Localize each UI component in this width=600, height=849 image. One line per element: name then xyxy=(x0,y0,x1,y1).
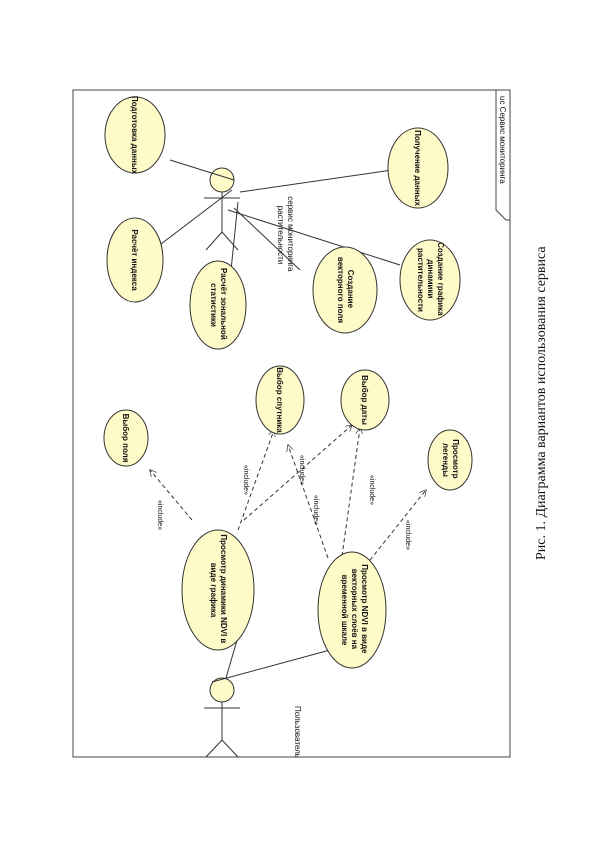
include-field-select xyxy=(150,470,193,521)
include-label-chart-2: «include» xyxy=(298,455,305,485)
include-legend-view xyxy=(369,490,426,561)
actor-service-label-line-1: сервис мониторинга xyxy=(286,196,295,272)
usecase-ndvi-layers-view-shape xyxy=(317,551,387,669)
usecase-vector-field-shape xyxy=(312,246,378,334)
actor-service-head xyxy=(209,167,235,193)
usecase-legend-view-line-2: легенды xyxy=(441,443,450,477)
assoc-ndvi-layers-view xyxy=(211,649,331,683)
assoc-data-preparation xyxy=(169,159,235,181)
usecase-zonal-stats-shape xyxy=(189,260,247,350)
actor-service-label-line-2: растительности xyxy=(276,206,285,265)
actor-user-label: Пользователь xyxy=(293,706,302,758)
actor-user-leg-2 xyxy=(205,739,223,758)
usecase-zonal-stats-line-1: Расчёт зональной xyxy=(219,268,228,340)
include-label-field-select: «include» xyxy=(156,500,163,530)
usecase-index-calc: Расчёт индекса xyxy=(106,217,164,303)
actor-service-label: сервис мониторинга растительности xyxy=(276,196,295,273)
usecase-dynamics-chart-line-3: растительности xyxy=(416,248,425,312)
usecase-ndvi-chart-view-shape xyxy=(181,529,255,651)
include-date-select-from-layers xyxy=(341,428,360,557)
usecase-dynamics-chart-line-2: динамики xyxy=(426,259,435,298)
usecase-ndvi-layers-view-label: Просмотр NDVI в виде векторных слоёв на … xyxy=(340,564,369,655)
usecase-ndvi-layers-view-line-2: векторных слоёв на xyxy=(350,569,359,650)
usecase-ndvi-chart-view-line-1: Просмотр динамики NDVI в xyxy=(219,534,228,643)
usecase-field-select-label: Выбор поля xyxy=(121,414,130,463)
actor-user: Пользователь xyxy=(204,677,302,758)
usecase-vector-field-line-2: векторного поля xyxy=(336,257,345,324)
actor-service-leg-2 xyxy=(205,231,223,251)
usecase-satellite-select-shape xyxy=(255,365,305,435)
usecase-satellite-select-label: Выбор спутника xyxy=(275,367,284,433)
usecase-get-data-label: Получение данных xyxy=(413,130,422,206)
usecase-dynamics-chart-label: Создание графика динамики растительности xyxy=(416,242,445,318)
frame-title: uc Сервис мониторинга xyxy=(498,96,507,184)
include-satellite-select-from-layers xyxy=(288,445,329,559)
usecase-get-data-shape xyxy=(387,127,449,209)
include-satellite-select-from-chart xyxy=(237,430,274,531)
actor-service-leg-1 xyxy=(221,231,239,251)
usecase-get-data: Получение данных xyxy=(387,127,449,209)
usecase-ndvi-chart-view-label: Просмотр динамики NDVI в виде графика xyxy=(209,534,228,645)
usecase-vector-field-label: Создание векторного поля xyxy=(336,257,355,324)
assoc-dynamics-chart xyxy=(227,209,401,266)
assoc-get-data xyxy=(239,169,393,193)
usecase-data-preparation: Подготовка данных xyxy=(104,96,166,175)
include-label-chart-1: «include» xyxy=(242,465,249,495)
usecase-date-select-shape xyxy=(340,369,390,431)
usecase-dynamics-chart: Создание графика динамики растительности xyxy=(399,239,461,321)
usecase-satellite-select: Выбор спутника xyxy=(255,365,305,435)
usecase-index-calc-label: Расчёт индекса xyxy=(130,229,139,291)
actor-service: сервис мониторинга растительности xyxy=(204,167,295,273)
include-label-legend: «include» xyxy=(404,520,411,550)
usecase-ndvi-layers-view-line-3: временной шкале xyxy=(340,575,349,646)
usecase-vector-field-line-1: Создание xyxy=(346,270,355,309)
usecase-legend-view-line-1: Просмотр xyxy=(451,439,460,478)
usecase-index-calc-shape xyxy=(106,217,164,303)
usecase-legend-view: Просмотр легенды xyxy=(427,429,473,491)
assoc-vector-field xyxy=(233,207,301,271)
usecase-zonal-stats-line-2: статистики xyxy=(209,283,218,327)
usecase-field-select: Выбор поля xyxy=(103,409,149,467)
usecase-ndvi-layers-view-line-1: Просмотр NDVI в виде xyxy=(360,564,369,654)
usecase-zonal-stats: Расчёт зональной статистики xyxy=(189,260,247,350)
usecase-zonal-stats-label: Расчёт зональной статистики xyxy=(209,268,228,342)
usecase-ndvi-chart-view-line-2: виде графика xyxy=(209,563,218,618)
system-frame xyxy=(72,89,511,758)
usecase-legend-view-shape xyxy=(427,429,473,491)
usecase-date-select: Выбор даты xyxy=(340,369,390,431)
actor-user-leg-1 xyxy=(221,739,239,758)
usecase-dynamics-chart-line-1: Создание графика xyxy=(436,242,445,316)
include-date-select-from-chart xyxy=(243,425,352,521)
usecase-dynamics-chart-shape xyxy=(399,239,461,321)
usecase-data-preparation-label: Подготовка данных xyxy=(130,96,139,175)
usecase-field-select-shape xyxy=(103,409,149,467)
usecase-legend-view-label: Просмотр легенды xyxy=(441,439,460,480)
frame-title-tab xyxy=(495,90,510,221)
include-label-layers-2: «include» xyxy=(368,475,375,505)
usecase-date-select-label: Выбор даты xyxy=(360,375,369,425)
usecase-vector-field: Создание векторного поля xyxy=(312,246,378,334)
usecase-ndvi-chart-view: Просмотр динамики NDVI в виде графика xyxy=(181,529,255,651)
usecase-ndvi-layers-view: Просмотр NDVI в виде векторных слоёв на … xyxy=(317,551,387,669)
usecase-data-preparation-shape xyxy=(104,96,166,174)
include-label-layers-1: «include» xyxy=(312,495,319,525)
figure-caption: Рис. 1. Диаграмма вариантов использовани… xyxy=(534,246,549,560)
